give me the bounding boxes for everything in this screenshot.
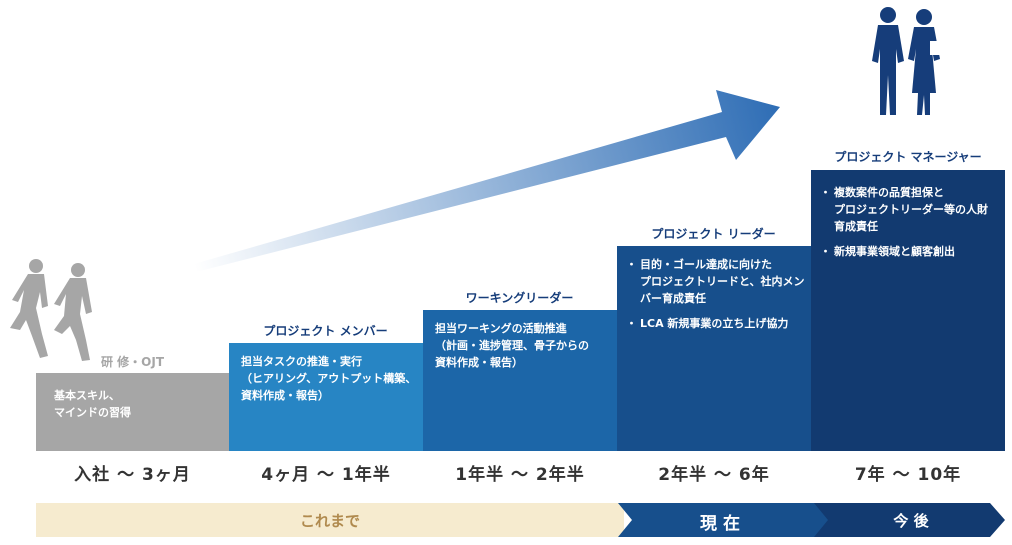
timeline-past-band (36, 503, 624, 537)
stage-title-project-leader: プロジェクト リーダー (651, 227, 776, 241)
stage-box-training: 基本スキル、 マインドの習得 (36, 373, 229, 451)
stage-title-working-leader: ワーキングリーダー (465, 291, 574, 305)
period-project-leader: 2年半 〜 6年 (658, 465, 770, 485)
running-people-icon (10, 259, 92, 361)
stage-box-working-leader: 担当ワーキングの活動推進 （計画・進捗管理、骨子からの 資料作成・報告） (423, 310, 617, 451)
stage-body-line: （計画・進捗管理、骨子からの (435, 339, 589, 352)
timeline-past-label: これまで (299, 512, 360, 530)
stage-body-line: 担当タスクの推進・実行 (241, 355, 362, 368)
period-project-member: 4ヶ月 〜 1年半 (261, 465, 391, 485)
stage-box-project-leader: 目的・ゴール達成に向けた プロジェクトリードと、社内メン バー育成責任 LCA … (617, 246, 811, 451)
stage-bullet-list: 目的・ゴール達成に向けた プロジェクトリードと、社内メン バー育成責任 LCA … (626, 256, 805, 332)
stage-title-training: 研 修・OJT (100, 355, 165, 369)
stage-bullet-line: LCA 新規事業の立ち上げ協力 (640, 317, 789, 330)
stage-bullet-line: 複数案件の品質担保と (834, 186, 944, 199)
business-people-icon (872, 7, 940, 115)
stage-title-project-member: プロジェクト メンバー (263, 324, 388, 338)
stage-bullet: LCA 新規事業の立ち上げ協力 (626, 315, 799, 332)
stage-body-line: 資料作成・報告） (241, 389, 329, 402)
stage-bullet-list: 複数案件の品質担保と プロジェクトリーダー等の人財 育成責任 新規事業領域と顧客… (820, 184, 993, 260)
stage-bullet: 新規事業領域と顧客創出 (820, 243, 993, 260)
stage-box-project-member: 担当タスクの推進・実行 （ヒアリング、アウトプット構築、 資料作成・報告） (229, 343, 423, 451)
stage-body-line: （ヒアリング、アウトプット構築、 (241, 372, 417, 385)
stage-bullet-line: プロジェクトリードと、社内メン (640, 275, 805, 288)
stage-body-line: 担当ワーキングの活動推進 (435, 322, 567, 335)
stage-bullet-line: プロジェクトリーダー等の人財 (834, 203, 988, 216)
timeline-future-label: 今 後 (893, 512, 929, 530)
timeline-band (36, 503, 1005, 537)
stage-body-line: 資料作成・報告） (435, 356, 523, 369)
timeline-future-band (814, 503, 1005, 537)
stage-bullet-line: バー育成責任 (640, 292, 706, 305)
timeline-present-label: 現 在 (700, 514, 740, 534)
stage-bullet-line: 目的・ゴール達成に向けた (640, 258, 772, 271)
stage-title-project-manager: プロジェクト マネージャー (834, 150, 982, 164)
stage-bullet: 目的・ゴール達成に向けた プロジェクトリードと、社内メン バー育成責任 (626, 256, 805, 307)
stage-bullet-line: 育成責任 (834, 220, 878, 233)
stage-box-project-manager: 複数案件の品質担保と プロジェクトリーダー等の人財 育成責任 新規事業領域と顧客… (811, 170, 1005, 451)
timeline-present-band (618, 503, 832, 537)
stage-bullet: 複数案件の品質担保と プロジェクトリーダー等の人財 育成責任 (820, 184, 993, 235)
growth-arrow-shape (194, 90, 780, 272)
stage-body-line: 基本スキル、 (54, 389, 120, 402)
period-training: 入社 〜 3ヶ月 (74, 465, 191, 485)
stage-bullet-line: 新規事業領域と顧客創出 (834, 245, 955, 258)
stage-body-line: マインドの習得 (54, 406, 131, 419)
period-project-manager: 7年 〜 10年 (854, 465, 962, 485)
period-working-leader: 1年半 〜 2年半 (455, 465, 585, 485)
